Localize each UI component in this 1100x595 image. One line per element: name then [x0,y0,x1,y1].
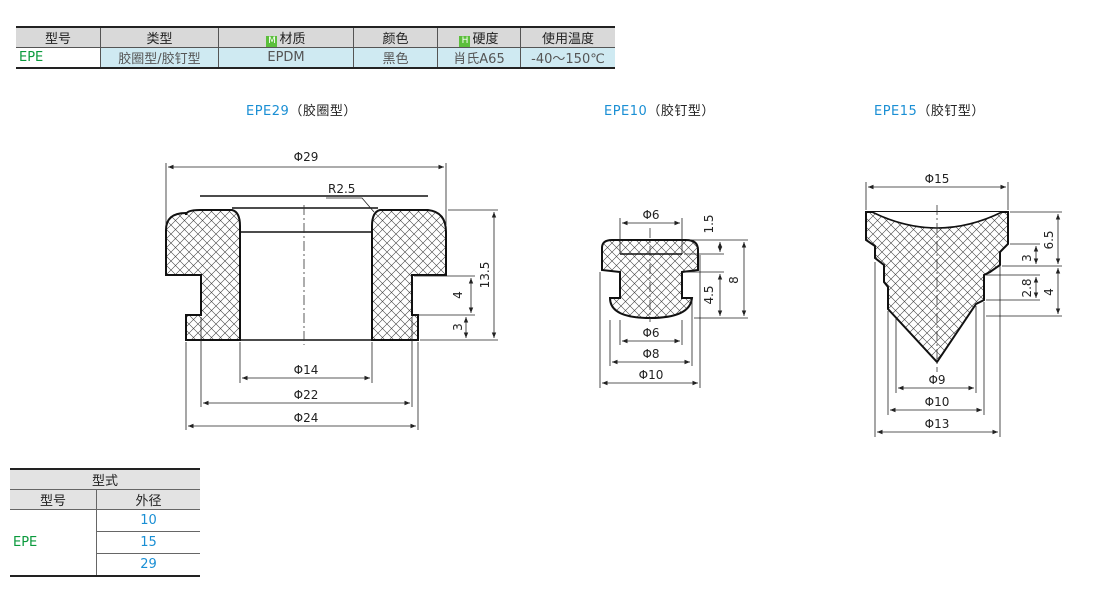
epe15-drawing: Φ15 Φ9 Φ10 Φ13 6.5 3 2.8 4 [865,172,1062,437]
epe29-dim-height: 13.5 [478,262,492,289]
epe10-code: EPE10 [604,104,648,119]
header-temp: 使用温度 [520,26,615,48]
epe10-drawing: Φ6 Φ6 Φ8 Φ10 1.5 4.5 8 [599,208,748,388]
epe29-dim-top: Φ29 [294,150,319,164]
epe29-dim-inner: Φ14 [294,363,319,377]
epe29-kind: （胶圈型） [289,104,357,119]
epe10-dim-top-h: 1.5 [702,214,716,233]
type-header-od: 外径 [96,489,200,510]
type-od-value: 10 [96,509,200,532]
epe29-code: EPE29 [246,104,290,119]
epe29-section [165,209,447,341]
epe15-dim-d1: Φ9 [928,373,945,387]
epe29-dim-step2: 3 [451,323,465,331]
epe15-code: EPE15 [874,104,918,119]
spec-type: 胶圈型/胶钉型 [100,47,219,69]
epe15-dim-d3: Φ13 [925,417,950,431]
header-hardness-label: 硬度 [472,32,499,47]
epe15-dim-h3: 4 [1042,288,1056,296]
epe10-dim-total-h: 8 [727,276,741,284]
epe15-dim-h1: 3 [1020,254,1034,262]
epe10-title: EPE10（胶钉型） [604,100,715,119]
type-row: EPE 10 [10,509,200,577]
header-material-label: 材质 [279,32,306,47]
header-color: 颜色 [353,26,438,48]
type-od-value: 15 [96,531,200,554]
epe15-dim-d2: Φ10 [925,395,950,409]
type-header-row: 型号 外径 [10,489,200,510]
spec-hardness: 肖氏A65 [437,47,521,69]
epe29-dim-step1: 4 [451,291,465,299]
spec-data-row: EPE 胶圈型/胶钉型 EPDM 黑色 肖氏A65 -40～150℃ [16,47,615,69]
epe10-kind: （胶钉型） [647,104,715,119]
epe10-dim-top: Φ6 [642,208,659,222]
epe29-drawing: Φ29 R2.5 Φ14 Φ22 Φ24 13.5 4 3 [165,150,498,430]
spec-model: EPE [16,47,101,69]
material-mark-icon: M [266,36,278,47]
spec-color: 黑色 [353,47,438,69]
header-type: 类型 [100,26,219,48]
epe15-title: EPE15（胶钉型） [874,100,985,119]
spec-temp: -40～150℃ [520,47,615,69]
epe15-kind: （胶钉型） [917,104,985,119]
epe15-dim-total-h: 6.5 [1042,230,1056,249]
type-table: 型式 型号 外径 EPE 10 15 29 [10,468,200,577]
spec-material: EPDM [218,47,354,69]
type-row: 15 [10,531,200,554]
epe29-dim-radius: R2.5 [328,182,355,196]
epe29-title: EPE29（胶圈型） [246,100,357,119]
header-model: 型号 [16,26,101,48]
epe15-dim-h2: 2.8 [1020,278,1034,297]
type-row: 29 [10,553,200,577]
type-od-value: 29 [96,553,200,577]
epe10-dim-d3: Φ10 [639,368,664,382]
hardness-mark-icon: H [459,36,471,47]
type-caption-row: 型式 [10,468,200,490]
epe29-dim-mid: Φ22 [294,388,319,402]
epe10-dim-d2: Φ8 [642,347,659,361]
epe15-dim-top: Φ15 [925,172,950,186]
epe10-dim-d1: Φ6 [642,326,659,340]
type-model: EPE [10,509,97,577]
epe10-dim-mid-h: 4.5 [702,285,716,304]
epe29-dim-outer: Φ24 [294,411,319,425]
type-caption: 型式 [10,468,200,490]
drawings-canvas: Φ29 R2.5 Φ14 Φ22 Φ24 13.5 4 3 [165,150,1062,437]
type-header-model: 型号 [10,489,97,510]
